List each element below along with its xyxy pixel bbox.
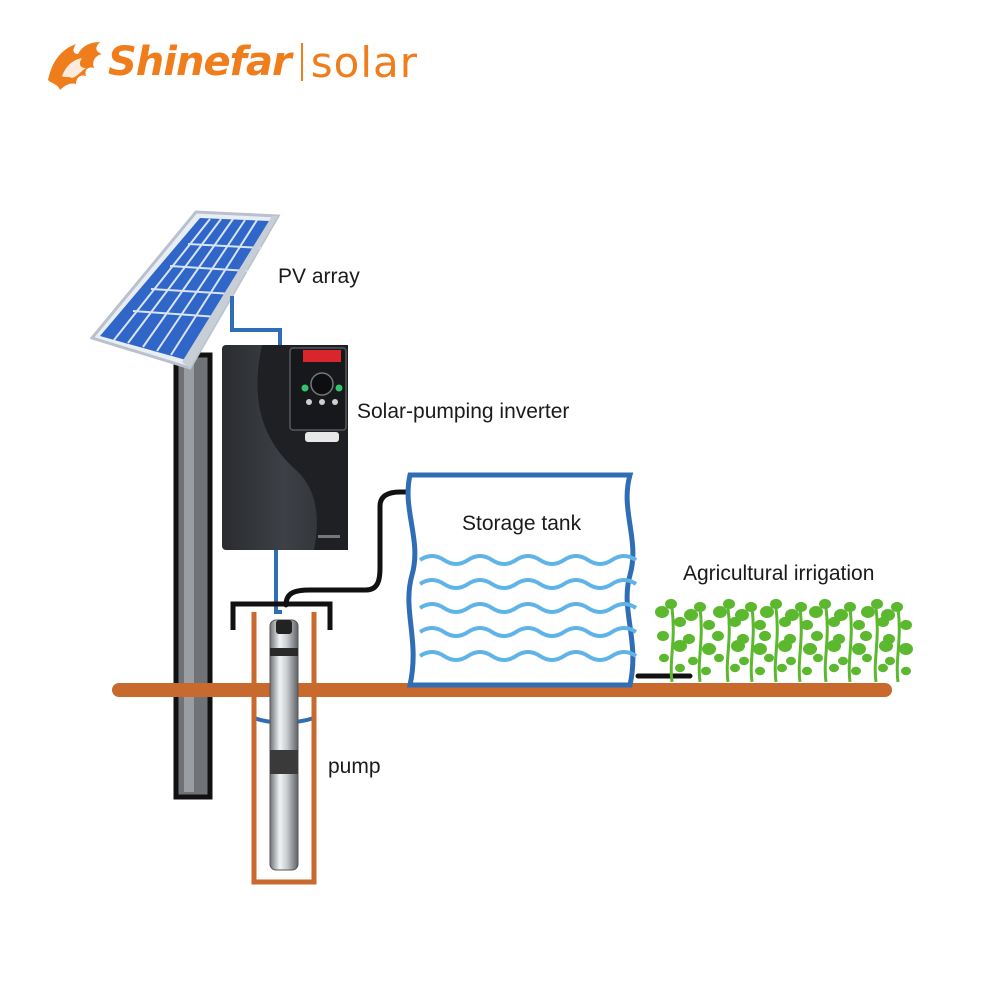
solar-pumping-inverter <box>222 345 348 550</box>
storage-tank-label: Storage tank <box>462 512 582 535</box>
brand-name: Shinefar <box>108 39 292 85</box>
crop-plant <box>833 601 866 683</box>
water-pipe <box>283 489 693 679</box>
irrigation-label: Agricultural irrigation <box>683 562 875 585</box>
pv-array-label: PV array <box>278 265 360 288</box>
flame-lion-icon <box>48 42 102 90</box>
crop-plant <box>735 601 767 683</box>
crop-plant <box>655 598 687 683</box>
brand-separator <box>300 43 303 81</box>
crop-plant <box>881 601 913 683</box>
borehole <box>251 612 317 885</box>
pv-array-panel <box>89 210 281 370</box>
well-casing <box>230 601 333 630</box>
crop-plant <box>784 601 817 683</box>
crop-plant <box>683 601 716 683</box>
submersible-pump <box>269 619 299 871</box>
pump-label: pump <box>328 755 381 778</box>
storage-tank <box>405 472 638 688</box>
crop-plant <box>759 598 792 683</box>
brand-logo: Shinefar solar <box>42 30 418 94</box>
ground-line <box>112 683 892 697</box>
inverter-label: Solar-pumping inverter <box>357 400 570 423</box>
agricultural-crops <box>655 598 913 683</box>
brand-suffix: solar <box>310 37 418 87</box>
mounting-pole <box>173 352 213 800</box>
